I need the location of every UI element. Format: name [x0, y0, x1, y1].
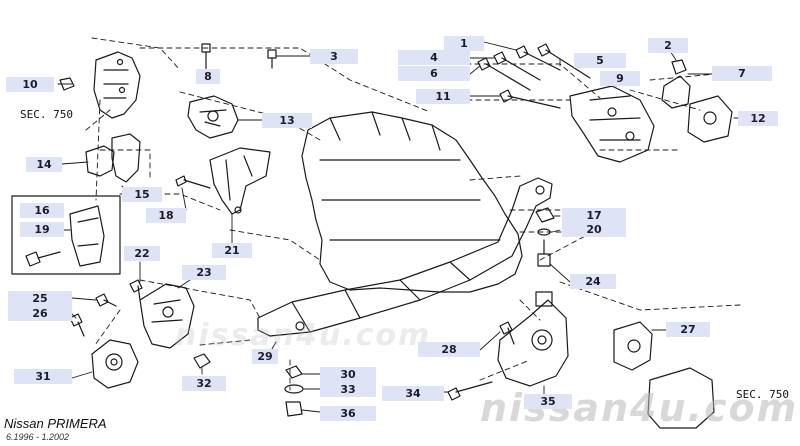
callout-18[interactable]: 18 — [146, 208, 186, 223]
callout-32[interactable]: 32 — [182, 376, 226, 391]
callout-27[interactable]: 27 — [666, 322, 710, 337]
callout-24[interactable]: 24 — [570, 274, 616, 289]
callout-19[interactable]: 19 — [20, 222, 64, 237]
bolt-36 — [285, 401, 303, 417]
bolt-25 — [95, 293, 117, 307]
callout-31[interactable]: 31 — [14, 369, 72, 384]
callout-25[interactable]: 25 — [8, 291, 72, 306]
nut-10 — [59, 77, 75, 91]
section-ref-label-right: SEC. 750 — [734, 388, 791, 401]
callout-35[interactable]: 35 — [524, 394, 572, 409]
stopper-14 — [85, 145, 115, 177]
bolt-4 — [493, 51, 541, 81]
bolt-3 — [267, 49, 277, 69]
bracket-15 — [111, 133, 141, 183]
nut-17 — [535, 207, 555, 223]
detail-box-16-19 — [11, 195, 121, 275]
callout-11[interactable]: 11 — [416, 89, 470, 104]
mount-31 — [91, 339, 139, 389]
callout-28[interactable]: 28 — [418, 342, 480, 357]
callout-21[interactable]: 21 — [212, 243, 252, 258]
callout-5[interactable]: 5 — [574, 53, 626, 68]
callout-13[interactable]: 13 — [262, 113, 312, 128]
mount-13 — [187, 95, 239, 139]
mount-27 — [613, 321, 653, 371]
callout-33[interactable]: 33 — [320, 382, 376, 397]
mount-23 — [139, 283, 195, 349]
washer-20 — [537, 228, 551, 236]
bolt-8 — [201, 43, 211, 69]
callout-23[interactable]: 23 — [182, 265, 226, 280]
model-period: 6.1996 - 1.2002 — [6, 432, 70, 442]
section-ref-label-left: SEC. 750 — [18, 108, 75, 121]
upper-left-bracket — [93, 51, 141, 119]
callout-22[interactable]: 22 — [124, 246, 160, 261]
watermark-mid: nissan4u.com — [175, 318, 432, 353]
center-member — [257, 177, 553, 337]
callout-6[interactable]: 6 — [398, 66, 470, 81]
bolt-26 — [69, 313, 85, 337]
callout-16[interactable]: 16 — [20, 203, 64, 218]
callout-12[interactable]: 12 — [738, 111, 778, 126]
callout-36[interactable]: 36 — [320, 406, 376, 421]
bracket-21 — [209, 147, 271, 215]
bolt-5 — [537, 43, 591, 79]
washer-33 — [284, 384, 304, 394]
bolt-24 — [537, 239, 551, 267]
bolt-34 — [447, 381, 493, 401]
callout-7[interactable]: 7 — [712, 66, 772, 81]
right-sec-750-part — [647, 367, 715, 429]
callout-10[interactable]: 10 — [6, 77, 54, 92]
callout-8[interactable]: 8 — [196, 69, 220, 84]
callout-15[interactable]: 15 — [122, 187, 162, 202]
bracket-7 — [661, 75, 691, 109]
callout-14[interactable]: 14 — [26, 157, 62, 172]
part-2 — [671, 59, 687, 75]
callout-17[interactable]: 17 — [562, 208, 626, 223]
callout-3[interactable]: 3 — [310, 49, 358, 64]
bolt-22 — [129, 279, 143, 301]
bolt-18 — [175, 175, 211, 189]
callout-9[interactable]: 9 — [600, 71, 640, 86]
callout-20[interactable]: 20 — [562, 222, 626, 237]
callout-2[interactable]: 2 — [648, 38, 688, 53]
bolt-28 — [499, 321, 515, 345]
mount-35 — [497, 299, 569, 387]
nut-30 — [285, 365, 303, 379]
callout-29[interactable]: 29 — [252, 349, 278, 364]
bolt-1 — [515, 45, 561, 71]
mount-12 — [687, 95, 733, 143]
callout-30[interactable]: 30 — [320, 367, 376, 382]
nut-32 — [193, 353, 211, 369]
callout-34[interactable]: 34 — [382, 386, 444, 401]
engine-block — [301, 111, 523, 293]
callout-4[interactable]: 4 — [398, 50, 470, 65]
callout-1[interactable]: 1 — [444, 36, 484, 51]
model-title: Nissan PRIMERA — [4, 416, 107, 431]
bolt-6 — [477, 57, 531, 91]
bolt-11 — [499, 89, 561, 109]
bracket-9 — [569, 85, 655, 163]
callout-26[interactable]: 26 — [8, 306, 72, 321]
